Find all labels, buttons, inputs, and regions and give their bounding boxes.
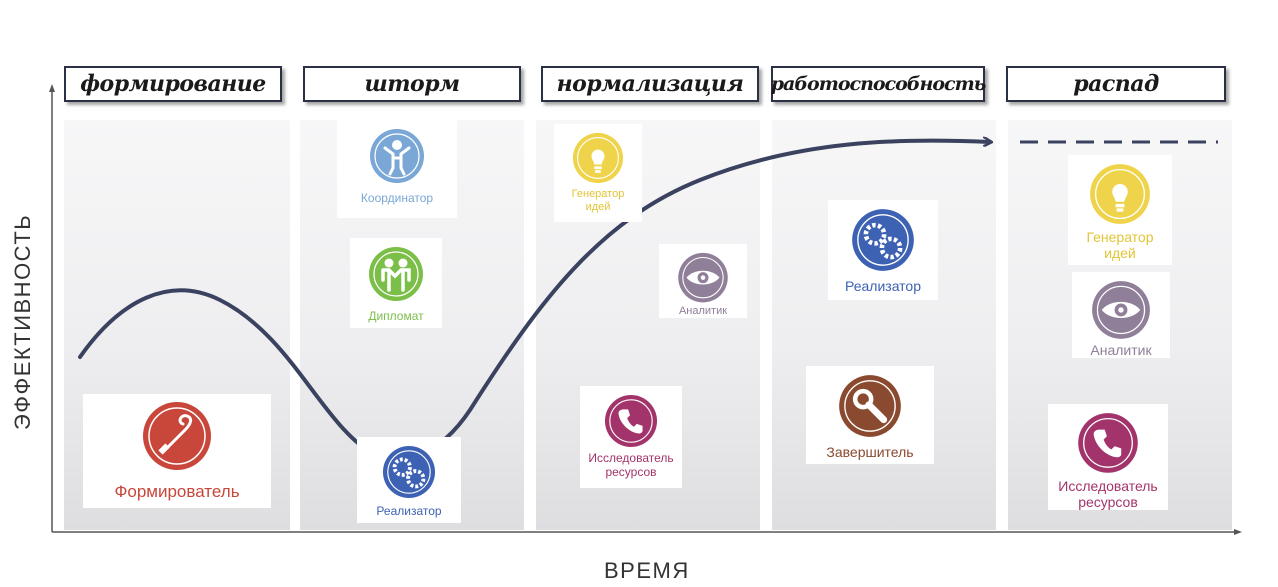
lightbulb-icon xyxy=(1090,164,1150,224)
role-card-realizator-storming: Реализатор xyxy=(357,437,461,523)
wrench-icon xyxy=(839,375,901,437)
role-label-line2: идей xyxy=(585,200,611,213)
role-label-line1: Исследователь xyxy=(588,451,674,465)
role-label: Исследователь ресурсов xyxy=(1058,478,1157,510)
phase-header-adjourning: распад xyxy=(1006,66,1226,102)
role-card-realizator-performing: Реализатор xyxy=(828,200,938,300)
effectiveness-curve xyxy=(78,141,990,462)
role-card-generator-norming: Генератор идей xyxy=(554,124,642,222)
role-label-line1: Исследователь xyxy=(1058,477,1158,494)
phone-icon xyxy=(604,394,658,448)
phase-header-performing: работоспособность xyxy=(771,66,986,102)
people-icon xyxy=(369,247,423,301)
role-label: Дипломат xyxy=(368,309,424,323)
x-axis-label: ВРЕМЯ xyxy=(604,558,690,583)
role-label-line2: ресурсов xyxy=(1078,493,1138,510)
role-card-generator-adjourning: Генератор идей xyxy=(1068,155,1172,265)
role-label-line1: Генератор xyxy=(1086,229,1154,245)
role-card-koordinator: Координатор xyxy=(337,120,457,218)
role-card-formovatel: Формирователь xyxy=(83,394,271,508)
gears-icon xyxy=(852,209,914,271)
phone-icon xyxy=(1078,413,1138,473)
phase-header-norming: нормализация xyxy=(541,66,759,102)
lightbulb-icon xyxy=(572,132,624,184)
role-label-line2: идей xyxy=(1104,245,1136,262)
role-label: Завершитель xyxy=(826,444,914,460)
role-label-line1: Генератор xyxy=(571,188,625,200)
role-label-line2: ресурсов xyxy=(605,464,657,479)
role-label: Аналитик xyxy=(1090,341,1152,358)
role-label: Аналитик xyxy=(678,305,728,318)
role-label: Генератор идей xyxy=(1086,229,1153,261)
phase-header-forming: формирование xyxy=(64,66,282,102)
y-axis-arrow xyxy=(49,84,55,92)
hook-icon xyxy=(143,402,211,470)
role-label: Реализатор xyxy=(376,504,442,518)
role-card-issledovatel-norming: Исследователь ресурсов xyxy=(580,386,682,488)
y-axis-label: ЭФФЕКТИВНОСТЬ xyxy=(10,213,35,430)
role-label: Реализатор xyxy=(844,278,921,294)
role-label: Исследователь ресурсов xyxy=(588,451,674,480)
person-icon xyxy=(370,129,424,183)
phase-header-storming: шторм xyxy=(303,66,521,102)
x-axis-arrow xyxy=(1234,529,1242,535)
role-card-zavershitel: Завершитель xyxy=(806,366,934,464)
gears-icon xyxy=(382,445,436,499)
eye-icon xyxy=(678,252,728,303)
eye-icon xyxy=(1092,281,1150,339)
role-label: Координатор xyxy=(360,191,434,205)
role-card-diplomat: Дипломат xyxy=(350,238,442,328)
role-label: Формирователь xyxy=(114,482,240,501)
role-label: Генератор идей xyxy=(572,188,625,213)
role-card-analitik-norming: Аналитик xyxy=(659,244,747,318)
role-card-analitik-adjourning: Аналитик xyxy=(1072,272,1170,358)
role-card-issledovatel-adjourning: Исследователь ресурсов xyxy=(1048,404,1168,510)
